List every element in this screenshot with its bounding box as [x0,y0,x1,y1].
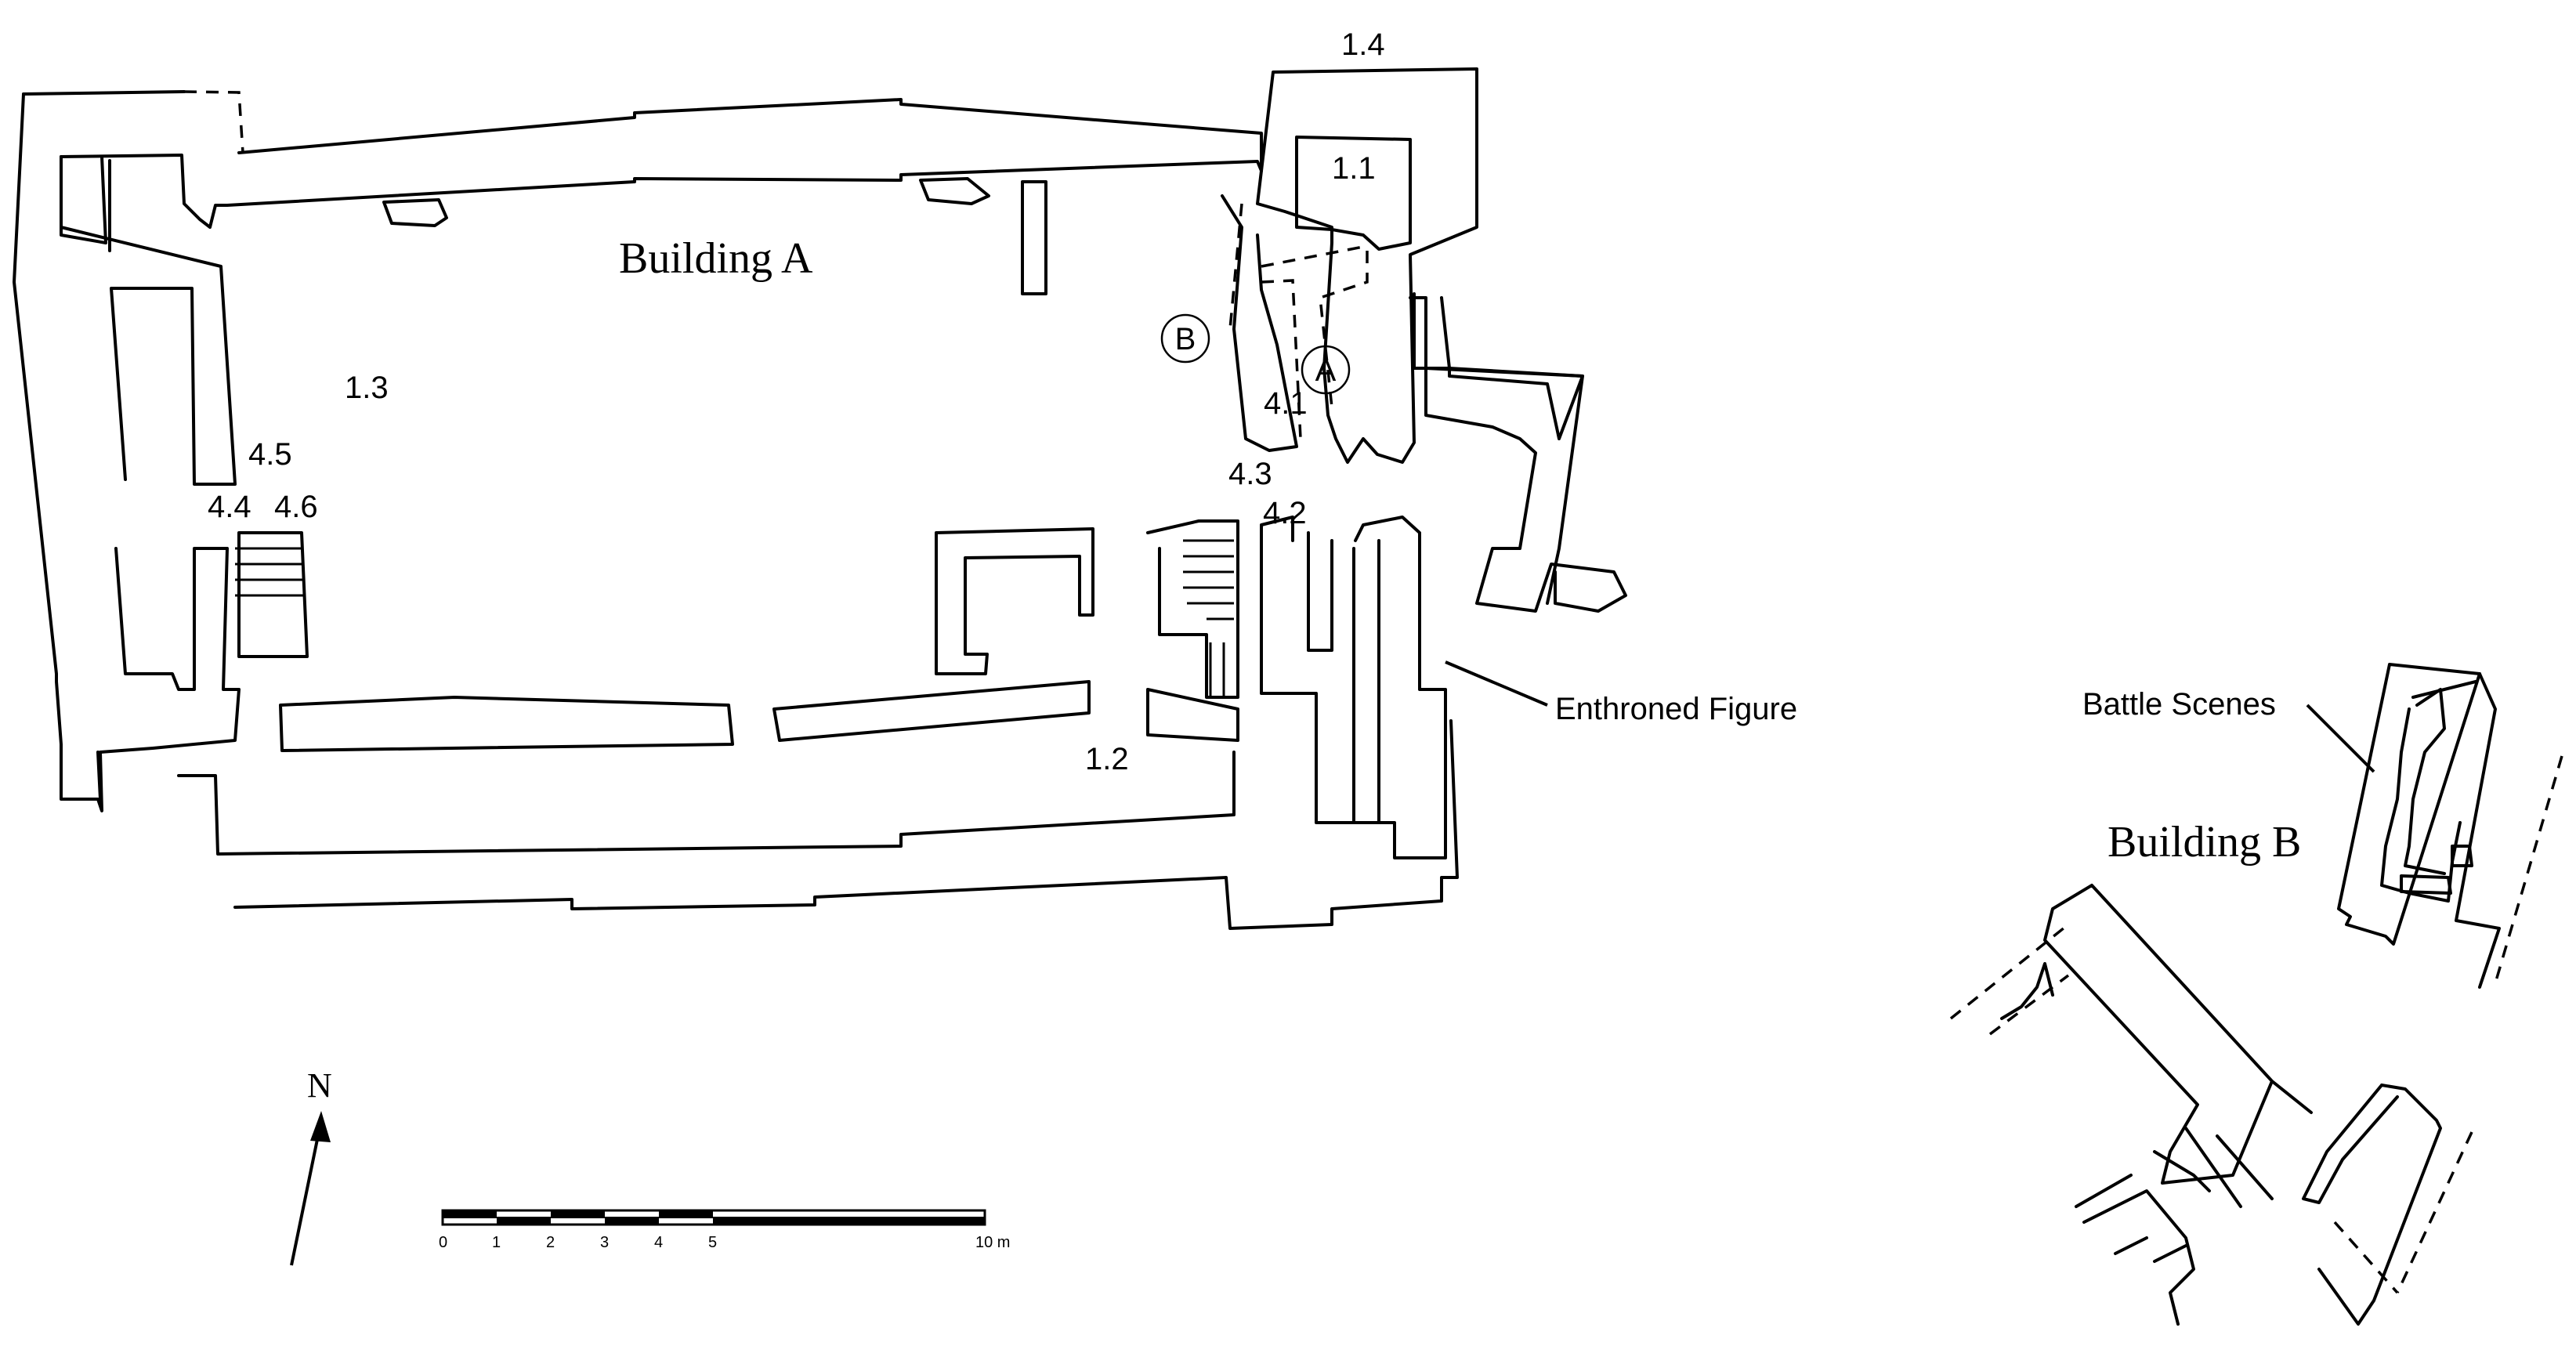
b-room-north-east [2455,672,2501,989]
room-4-4: 4.4 [208,490,251,524]
b-room-north [2337,663,2481,946]
fragment-1 [382,198,448,227]
pillar-north [1021,180,1047,295]
north-label: N [307,1066,332,1105]
scale-tick-2: 2 [546,1234,555,1251]
tower-1-1-inner [1295,136,1412,251]
leader-battle [2306,704,2375,773]
scale-tick-1: 1 [492,1234,501,1251]
dashed-wall-tower [1228,203,1369,440]
svg-text:B: B [1175,322,1196,356]
entrance-column [1260,516,1447,859]
building-a-label: Building A [619,234,813,283]
label-enthroned-figure: Enthroned Figure [1555,692,1797,726]
room-1-2: 1.2 [1085,742,1129,776]
tower-west-arm [1221,194,1298,452]
dashed-wall-northwest [183,90,244,154]
tower-1-1 [1256,67,1478,464]
scale-tick-0: 0 [439,1234,447,1251]
room-4-6: 4.6 [274,490,318,524]
north-arrow: N [290,1066,332,1266]
building-b-label: Building B [2107,818,2301,867]
room-4-2: 4.2 [1263,496,1307,530]
wall-west-outer [13,92,241,812]
b-steps [2400,845,2473,895]
stairs-east [1146,519,1239,699]
room-1-1: 1.1 [1332,151,1376,186]
b-room-north-inner [2404,688,2446,875]
room-4-1: 4.1 [1264,386,1308,421]
b-dashed-west [1949,923,2070,1036]
marker-b: B [1160,313,1210,364]
svg-text:A: A [1315,353,1337,388]
b-dashed-east [2494,755,2563,984]
building-b-plan [1949,663,2563,1326]
room-4-5: 4.5 [248,437,292,472]
scale-bar: 0 1 2 3 4 5 10 m [439,1209,1010,1251]
b-corridor [2043,884,2313,1192]
east-wing-outer [1448,367,1584,605]
entrance-pier [1352,539,1380,824]
scale-tick-10: 10 m [975,1234,1010,1251]
b-southwest-gate [2075,1174,2195,1326]
room-south-wall [1146,688,1239,742]
scale-tick-4: 4 [654,1234,663,1251]
scale-tick-3: 3 [600,1234,609,1251]
marker-a: A [1301,345,1351,395]
b-dashed-southeast [2333,1131,2473,1294]
room-1-4: 1.4 [1341,27,1385,62]
fragment-2 [919,177,990,205]
label-battle-scenes: Battle Scenes [2082,687,2276,722]
scale-tick-5: 5 [708,1234,717,1251]
room-4-3: 4.3 [1228,457,1272,491]
wall-northwest [22,90,1263,486]
room-south-inner [935,527,1094,675]
bench-west [279,696,734,752]
wall-west-inner [60,155,111,252]
east-wing [1409,292,1627,613]
wall-south-b [233,719,1459,930]
room-1-3: 1.3 [345,371,389,405]
wall-south-a [96,751,1236,856]
building-a-plan [13,67,1627,930]
leader-enthroned [1445,660,1548,707]
stairs-west [235,531,309,658]
b-room-east [2302,1084,2442,1326]
b-wall-southwest [2000,962,2274,1208]
bench-east [772,680,1091,742]
